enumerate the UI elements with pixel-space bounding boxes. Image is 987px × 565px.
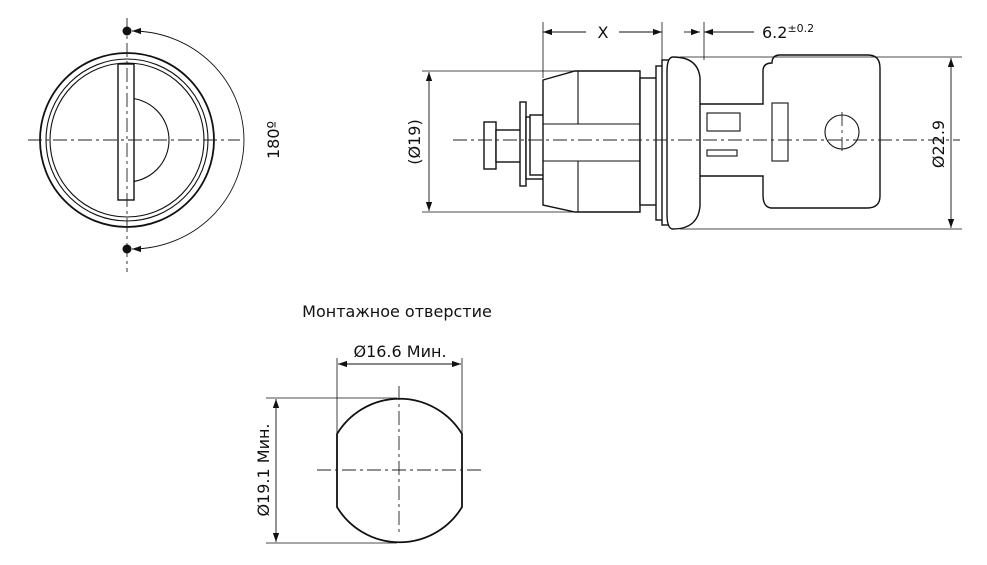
front-rotation-end-dot	[122, 244, 132, 254]
front-view: 180º	[28, 18, 283, 272]
mounting-width-label: Ø16.6 Мин.	[353, 342, 446, 361]
mounting-hole-view: Монтажное отверстие Ø16.6 Мин. Ø19.1 Мин…	[254, 302, 492, 544]
front-key-half-disc	[126, 97, 170, 183]
mounting-hole-outline	[336, 397, 463, 544]
side-head-dimension-label: Ø22.9	[929, 120, 948, 168]
mounting-height-label: Ø19.1 Мин.	[254, 423, 273, 516]
side-flange-tolerance: ±0.2	[787, 22, 814, 35]
side-key-insert-tab	[706, 112, 741, 132]
side-cam	[483, 121, 497, 170]
side-flange-dimension-label: 6.2±0.2	[762, 22, 814, 42]
side-flange-value: 6.2	[762, 23, 787, 42]
side-key-blade-slot	[771, 102, 789, 162]
side-body-dimension-label: (Ø19)	[405, 119, 424, 164]
side-lock-head	[666, 56, 701, 230]
side-key-shank	[706, 149, 738, 157]
front-rotation-label: 180º	[264, 121, 283, 159]
side-spindle	[495, 129, 523, 163]
side-x-dimension-label: X	[598, 23, 609, 42]
mounting-hole-title: Монтажное отверстие	[302, 302, 492, 321]
front-keyway-slot	[117, 63, 135, 201]
front-rotation-arrow	[131, 27, 245, 253]
front-rotation-start-dot	[122, 26, 132, 36]
side-washer	[519, 101, 527, 187]
side-view: X 6.2±0.2 (Ø19) Ø22.9	[405, 22, 962, 230]
side-lock-body	[542, 70, 641, 213]
